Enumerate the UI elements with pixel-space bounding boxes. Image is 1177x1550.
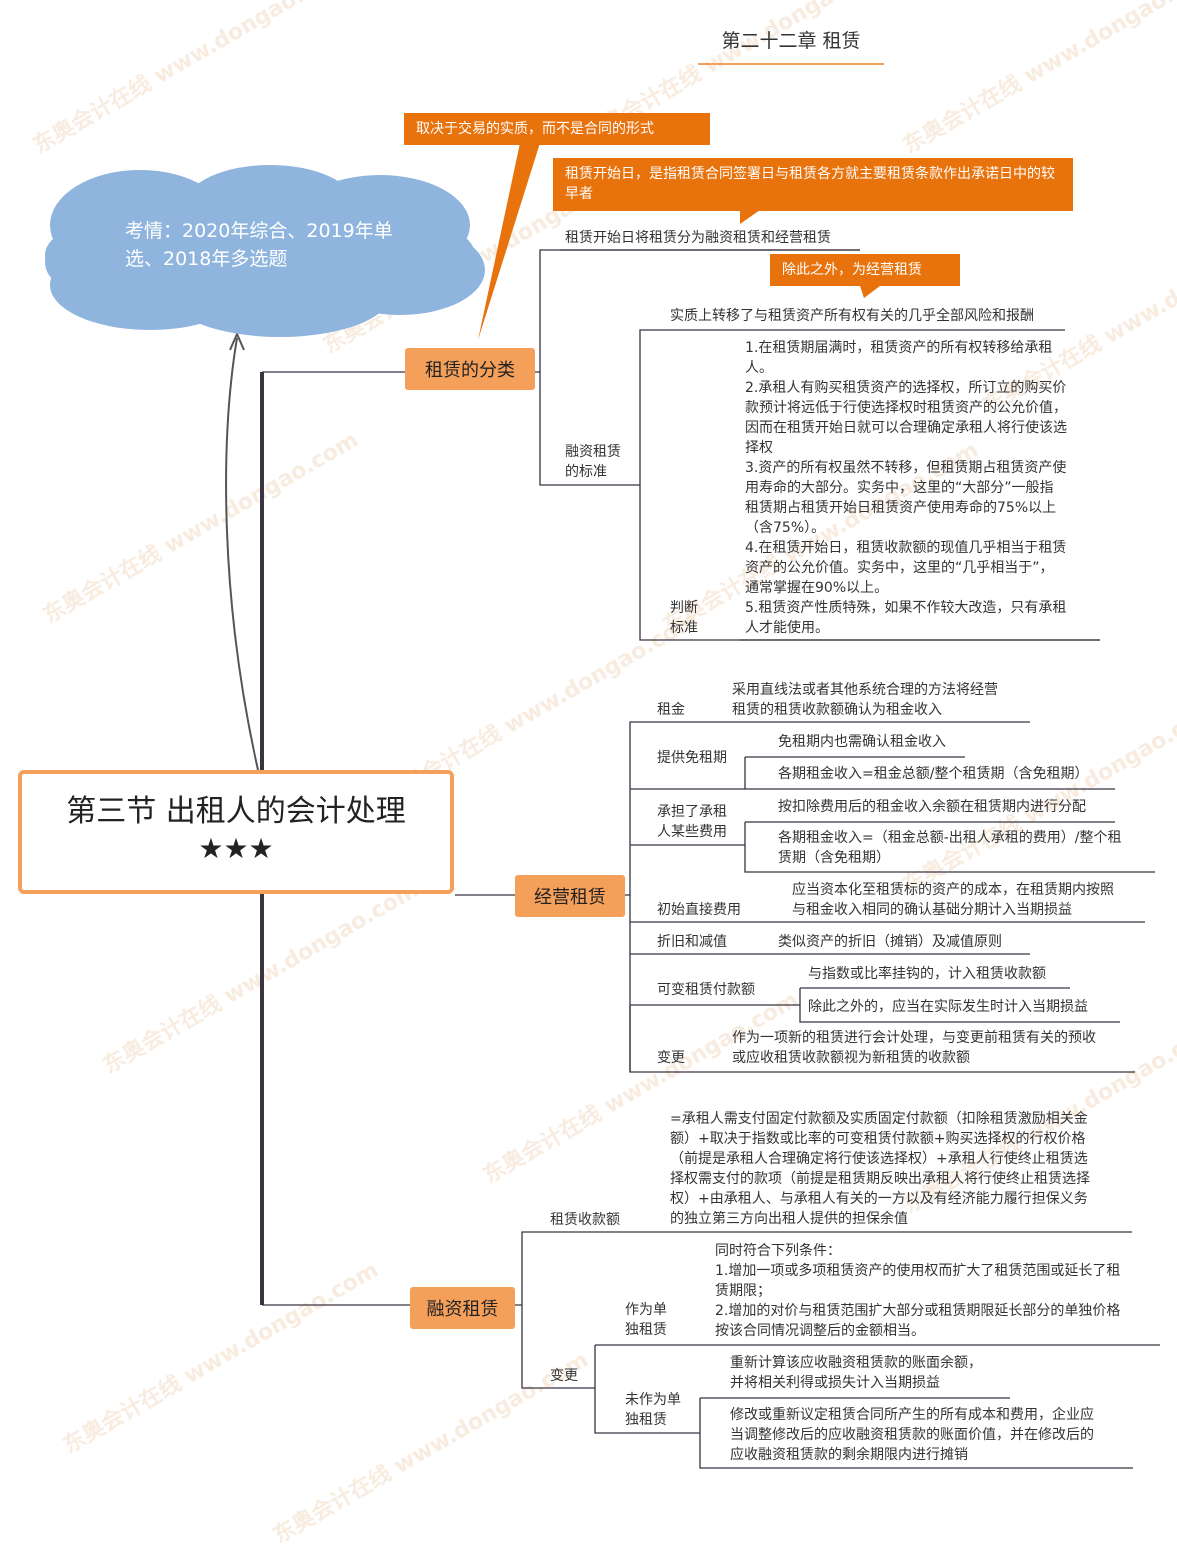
callout-otherwise: 除此之外，为经营租赁	[770, 254, 960, 286]
free-period-2: 各期租金收入=租金总额/整个租赁期（含免租期）	[778, 766, 1089, 782]
chapter-title: 第二十二章 租赁	[721, 30, 861, 52]
direct-costs-text: 应当资本化至租赁标的资产的成本，在租赁期内按照 与租金收入相同的确认基础分期计入…	[792, 882, 1114, 918]
operating-change-label: 变更	[657, 1050, 685, 1066]
rent-label: 租金	[657, 702, 685, 718]
root-title: 第三节 出租人的会计处理	[66, 794, 406, 829]
not-separate-1: 重新计算该应收融资租赁款的账面余额， 并将相关利得或损失计入当期损益	[730, 1355, 982, 1391]
separate-lease-text: 同时符合下列条件： 1.增加一项或多项租赁资产的使用权而扩大了租赁范围或延长了租…	[715, 1243, 1121, 1339]
start-rule: 租赁开始日将租赁分为融资租赁和经营租赁	[565, 230, 831, 246]
costs-label: 承担了承租 人某些费用	[657, 804, 727, 840]
depreciation-label: 折旧和减值	[657, 934, 727, 950]
rent-text: 采用直线法或者其他系统合理的方法将经营 租赁的租赁收款额确认为租金收入	[732, 682, 998, 718]
branch-finance-lease[interactable]: 融资租赁	[410, 1287, 515, 1329]
branch-operating-lease[interactable]: 经营租赁	[515, 875, 625, 917]
not-separate-2: 修改或重新议定租赁合同所产生的所有成本和费用，企业应 当调整修改后的应收融资租赁…	[730, 1407, 1094, 1463]
cloud-shape	[45, 165, 485, 337]
callout-substance: 取决于交易的实质，而不是合同的形式	[404, 113, 710, 145]
finance-change-label: 变更	[550, 1368, 578, 1384]
root-node[interactable]: 第三节 出租人的会计处理 ★★★	[18, 770, 454, 894]
not-separate-label: 未作为单 独租赁	[625, 1392, 681, 1428]
receipts-label: 租赁收款额	[550, 1212, 620, 1228]
finance-criteria-label: 融资租赁 的标准	[565, 444, 621, 480]
branch-classification[interactable]: 租赁的分类	[405, 348, 535, 390]
variable-payments-2: 除此之外的，应当在实际发生时计入当期损益	[808, 999, 1088, 1015]
criteria-text: 1.在租赁期届满时，租赁资产的所有权转移给承租 人。 2.承租人有购买租赁资产的…	[745, 340, 1067, 636]
callout-start-date: 租赁开始日，是指租赁合同签署日与租赁各方就主要租赁条款作出承诺日中的较早者	[553, 158, 1073, 211]
depreciation-text: 类似资产的折旧（摊销）及减值原则	[778, 934, 1002, 950]
free-period-label: 提供免租期	[657, 750, 727, 766]
separate-lease-label: 作为单 独租赁	[625, 1302, 667, 1338]
variable-payments-1: 与指数或比率挂钩的，计入租赁收款额	[808, 966, 1046, 982]
direct-costs-label: 初始直接费用	[657, 902, 741, 918]
free-period-1: 免租期内也需确认租金收入	[778, 734, 946, 750]
substance-rule: 实质上转移了与租赁资产所有权有关的几乎全部风险和报酬	[670, 308, 1034, 324]
cloud-text: 考情：2020年综合、2019年单选、2018年多选题	[125, 220, 393, 270]
variable-payments-label: 可变租赁付款额	[657, 982, 755, 998]
receipts-text: =承租人需支付固定付款额及实质固定付款额（扣除租赁激励相关金 额）+取决于指数或…	[670, 1111, 1090, 1227]
connector-lines	[45, 63, 1160, 1469]
costs-2: 各期租金收入=（租金总额-出租人承租的费用）/整个租 赁期（含免租期）	[778, 830, 1122, 866]
costs-1: 按扣除费用后的租金收入余额在租赁期内进行分配	[778, 799, 1086, 815]
operating-change-text: 作为一项新的租赁进行会计处理，与变更前租赁有关的预收 或应收租赁收款额视为新租赁…	[732, 1030, 1096, 1066]
root-stars: ★★★	[198, 832, 274, 865]
judgement-label: 判断 标准	[670, 600, 698, 636]
